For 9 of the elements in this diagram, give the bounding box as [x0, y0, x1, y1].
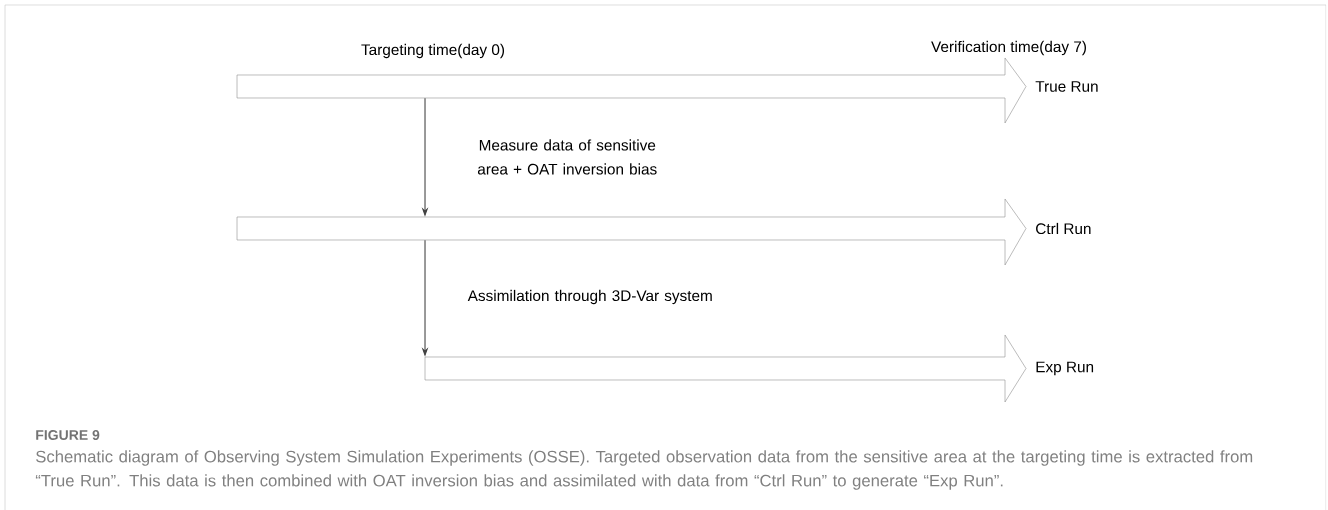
run-label: Exp Run [1036, 361, 1094, 376]
edge-label: Measure data of sensitive area + OAT inversion bias [477, 139, 657, 175]
figure-number: FIGURE 9 [36, 430, 100, 440]
caption: Schematic diagram of Observing System Simulation Experiments (OSSE). Targeted observation data from the sensitive area at the targeting time is extracted from “True Run”. This data is then combined with OAT inversion bias and assimilated with data from “Ctrl Run” to generate “Exp Run”. [35, 450, 1253, 490]
run-label: Ctrl Run [1036, 222, 1091, 235]
time-label: Verification time(day 7) [931, 40, 1086, 56]
edge-label: Assimilation through 3D-Var system [467, 289, 712, 305]
run-label: True Run [1035, 81, 1098, 92]
time-label: Targeting time(day 0) [361, 43, 505, 59]
